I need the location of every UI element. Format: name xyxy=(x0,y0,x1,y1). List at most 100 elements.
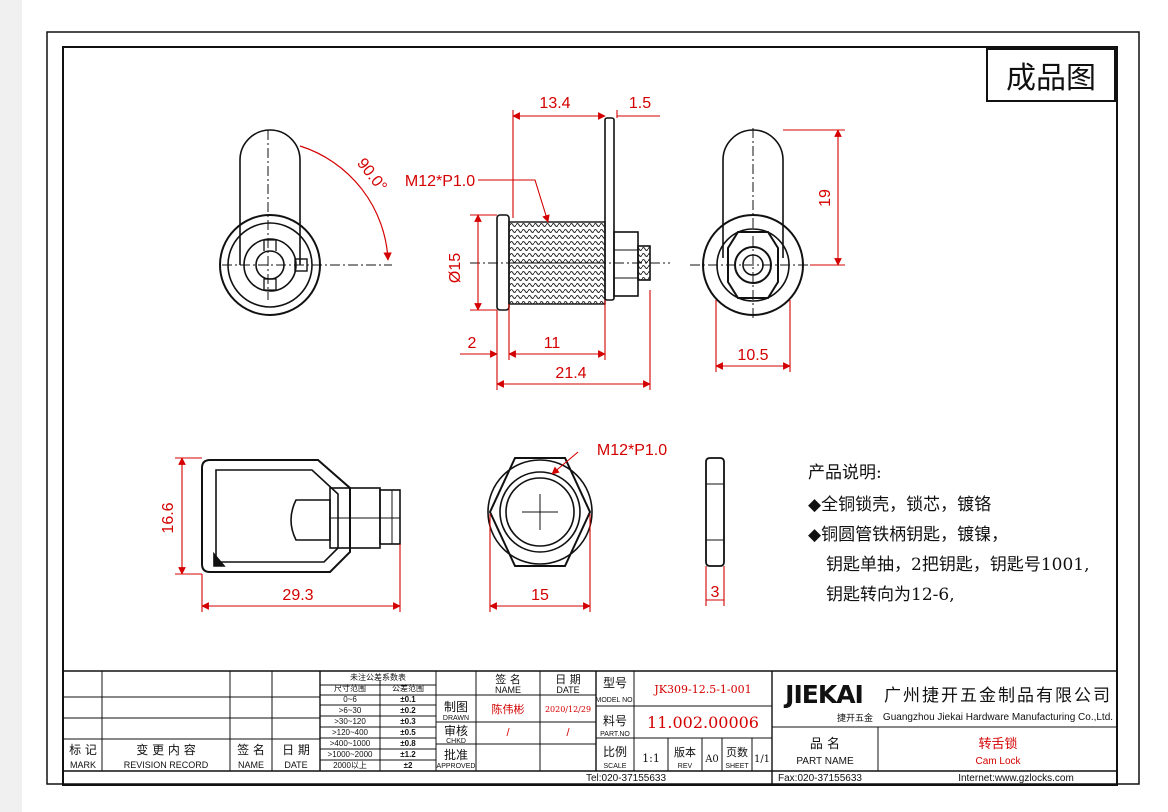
inner-frame xyxy=(62,46,1118,786)
side-dimensions xyxy=(460,110,660,390)
drawn-name: 陈伟彬 xyxy=(492,702,525,716)
dim-15: 15 xyxy=(531,587,549,604)
thread-label-2: M12*P1.0 xyxy=(597,442,667,459)
dim-29-3: 29.3 xyxy=(282,587,313,604)
scale-value: 1:1 xyxy=(642,752,660,765)
dim-11: 11 xyxy=(544,335,561,352)
rev-en: REV xyxy=(678,763,693,770)
key-dimensions xyxy=(175,457,401,612)
tol-range-6: 2000以上 xyxy=(333,761,367,770)
tol-title: 未注公差系数表 xyxy=(350,672,406,682)
sheet-title-box: 成品图 xyxy=(986,48,1116,102)
dim-21-4: 21.4 xyxy=(555,365,586,382)
contact-footer: Tel:020-37155633 Fax:020-37155633 Intern… xyxy=(586,773,1074,784)
tel: Tel:020-37155633 xyxy=(586,773,667,784)
sign-cn: 签 名 xyxy=(495,672,521,686)
scale-cn: 比例 xyxy=(603,745,627,759)
tol-value-3: ±0.5 xyxy=(400,728,416,737)
notes-line-4: 钥匙转向为12-6, xyxy=(826,585,955,605)
tol-range-2: >30~120 xyxy=(334,717,366,726)
partname-cn: 品 名 xyxy=(810,736,840,752)
product-cn: 转舌锁 xyxy=(978,736,1017,752)
appr-date-en: DATE xyxy=(556,685,579,695)
rev-value: A0 xyxy=(704,754,719,765)
tol-value-0: ±0.1 xyxy=(400,695,416,704)
nut-side-dimensions xyxy=(705,566,725,606)
partname-en: PART NAME xyxy=(796,756,854,767)
chkd-date: / xyxy=(566,727,570,739)
chkd-cn: 审核 xyxy=(444,723,468,738)
notes-line-1: ◆全铜锁壳，锁芯，镀铬 xyxy=(808,495,991,515)
drawn-cn: 制图 xyxy=(444,700,468,714)
tol-value-1: ±0.2 xyxy=(400,706,416,715)
name-cn: 签 名 xyxy=(237,742,265,757)
dim-3: 3 xyxy=(711,584,720,601)
notes-line-3: 钥匙单抽，2把钥匙，钥匙号1001, xyxy=(826,555,1089,575)
fax: Fax:020-37155633 xyxy=(778,773,862,784)
part-cn: 料号 xyxy=(603,714,627,728)
tol-col2: 公差范围 xyxy=(392,683,424,693)
dim-13-4: 13.4 xyxy=(539,95,570,112)
drawn-en: DRAWN xyxy=(443,715,469,722)
angle-dimension: 90.0° xyxy=(299,145,392,266)
tol-range-5: >1000~2000 xyxy=(328,750,373,759)
company-cn: 广州捷开五金制品有限公司 xyxy=(884,686,1112,706)
tol-range-3: >120~400 xyxy=(332,728,369,737)
angle-label: 90.0° xyxy=(353,155,390,195)
thread-label-1: M12*P1.0 xyxy=(405,173,475,190)
part-value: 11.002.00006 xyxy=(647,713,759,732)
view-nut-front xyxy=(487,457,593,567)
approved-cn: 批准 xyxy=(444,747,468,762)
revision-labels: 标 记 MARK 变 更 内 容 REVISION RECORD 签 名 NAM… xyxy=(69,742,310,770)
rev-cn: 版本 xyxy=(674,745,696,759)
date-cn: 日 期 xyxy=(282,743,310,757)
chkd-name: / xyxy=(506,727,510,739)
company-logo-sub: 捷开五金 xyxy=(837,712,873,723)
dim-2: 2 xyxy=(468,335,477,352)
sheet-value: 1/1 xyxy=(754,754,770,765)
tol-col1: 尺寸范围 xyxy=(334,683,366,693)
view-key xyxy=(201,459,401,573)
tol-value-2: ±0.3 xyxy=(400,717,416,726)
nut-dimensions xyxy=(489,451,591,612)
tol-value-5: ±1.2 xyxy=(400,750,416,759)
view-side-lock xyxy=(470,117,670,311)
dim-16-6: 16.6 xyxy=(160,502,177,533)
notes-title: 产品说明: xyxy=(808,463,882,483)
sheet-cn: 页数 xyxy=(726,746,748,759)
tolerance-table: 未注公差系数表 尺寸范围 公差范围 0~6 ±0.1 >6~30 ±0.2 >3… xyxy=(328,672,424,770)
name-en: NAME xyxy=(238,760,264,770)
model-cn: 型号 xyxy=(603,676,627,690)
company-en: Guangzhou Jiekai Hardware Manufacturing … xyxy=(883,712,1113,723)
company-block: JIEKAI 捷开五金 广州捷开五金制品有限公司 Guangzhou Jieka… xyxy=(783,680,1113,767)
tol-range-1: >6~30 xyxy=(339,706,362,715)
tol-value-4: ±0.8 xyxy=(400,739,416,748)
rear-dimensions xyxy=(715,129,845,372)
approved-en: APPROVED xyxy=(437,763,476,770)
web: Internet:www.gzlocks.com xyxy=(958,773,1074,784)
part-en: PART.NO xyxy=(600,731,630,738)
model-en: MODEL NO. xyxy=(595,697,634,704)
sheet-title: 成品图 xyxy=(1006,61,1096,96)
dim-10-5: 10.5 xyxy=(737,347,768,364)
view-rear-lock xyxy=(690,128,810,320)
product-notes: 产品说明: ◆全铜锁壳，锁芯，镀铬 ◆铜圆管铁柄钥匙，镀镍， 钥匙单抽，2把钥匙… xyxy=(808,463,1089,605)
company-logo: JIEKAI xyxy=(783,680,863,709)
approvals: 制图 DRAWN 审核 CHKD 批准 APPROVED 签 名 NAME 日 … xyxy=(437,672,592,770)
tol-range-4: >400~1000 xyxy=(330,739,371,748)
record-en: REVISION RECORD xyxy=(124,760,209,770)
mark-en: MARK xyxy=(70,760,96,770)
sheet-en: SHEET xyxy=(725,763,749,770)
tol-value-6: ±2 xyxy=(404,761,413,770)
sign-en: NAME xyxy=(495,685,521,695)
product-en: Cam Lock xyxy=(975,756,1021,767)
dim-15-dia: Ø15 xyxy=(447,253,464,283)
scale-en: SCALE xyxy=(604,763,627,770)
dim-19: 19 xyxy=(817,189,834,207)
appr-date-cn: 日 期 xyxy=(555,673,581,686)
model-value: JK309-12.5-1-001 xyxy=(653,683,751,696)
paper xyxy=(22,0,1168,812)
tol-range-0: 0~6 xyxy=(343,695,357,704)
